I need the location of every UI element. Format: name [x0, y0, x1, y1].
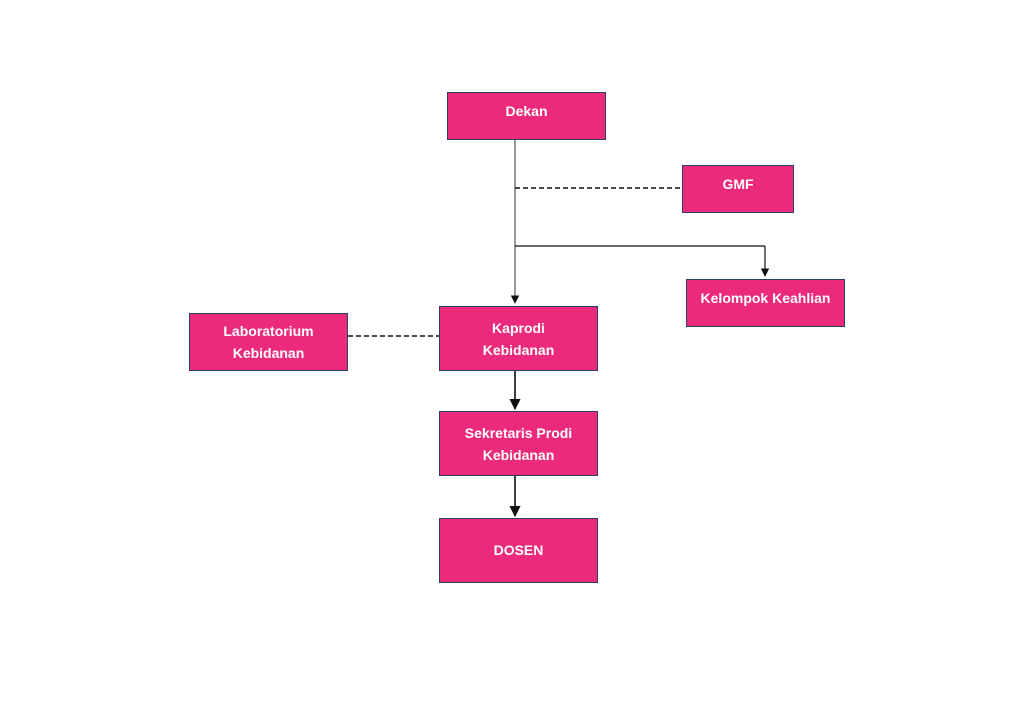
node-kaprodi-kebidanan-label: Kaprodi Kebidanan	[482, 319, 555, 358]
node-gmf: GMF	[682, 165, 794, 213]
node-sekretaris-prodi-kebidanan: Sekretaris Prodi Kebidanan	[439, 411, 598, 476]
node-dosen-label: DOSEN	[493, 541, 544, 558]
node-dosen: DOSEN	[439, 518, 598, 583]
node-gmf-label: GMF	[722, 176, 754, 192]
node-kelompok-keahlian-label: Kelompok Keahlian	[700, 290, 831, 306]
node-dekan: Dekan	[447, 92, 606, 140]
node-dekan-label: Dekan	[505, 103, 548, 119]
node-kelompok-keahlian: Kelompok Keahlian	[686, 279, 845, 327]
node-laboratorium-kebidanan-label: Laboratorium Kebidanan	[223, 323, 314, 361]
node-laboratorium-kebidanan: Laboratorium Kebidanan	[189, 313, 348, 371]
node-sekretaris-prodi-kebidanan-label: Sekretaris Prodi Kebidanan	[464, 424, 573, 463]
node-kaprodi-kebidanan: Kaprodi Kebidanan	[439, 306, 598, 371]
